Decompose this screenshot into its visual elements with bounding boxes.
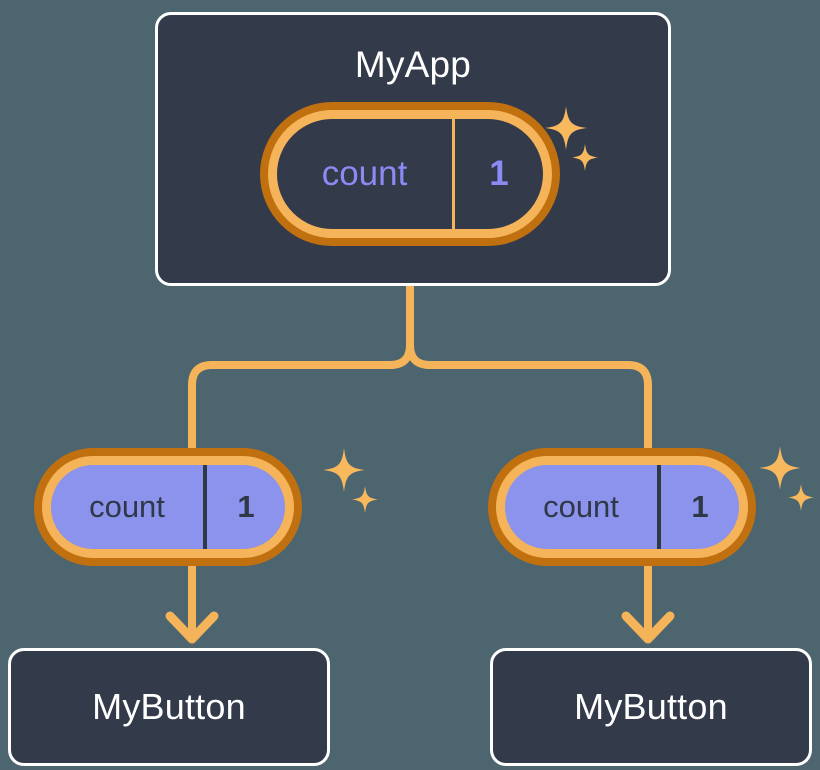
right-branch-state-pill[interactable]: count 1 <box>496 456 748 558</box>
child-component-card-right[interactable]: MyButton <box>490 648 812 766</box>
sparkle-small-icon <box>352 486 378 513</box>
sparkle-small-icon <box>788 484 814 511</box>
arrow-down-icon-right <box>621 562 675 644</box>
pill-body: count 1 <box>496 456 748 558</box>
child-component-title: MyButton <box>574 686 728 727</box>
state-value-label: 1 <box>657 465 739 549</box>
state-value-label: 1 <box>452 119 543 229</box>
left-branch-state-pill[interactable]: count 1 <box>42 456 294 558</box>
pill-body: count 1 <box>268 110 552 238</box>
arrow-down-icon-left <box>165 562 219 644</box>
root-state-pill[interactable]: count 1 <box>268 110 552 238</box>
child-component-card-left[interactable]: MyButton <box>8 648 330 766</box>
child-component-title: MyButton <box>92 686 246 727</box>
state-key-label: count <box>543 489 619 524</box>
pill-body: count 1 <box>42 456 294 558</box>
sparkle-group-right <box>759 446 814 511</box>
sparkle-icon <box>323 448 365 492</box>
page-title: MyApp <box>354 44 472 85</box>
connector-tree-path <box>188 282 652 456</box>
state-key-label: count <box>89 489 165 524</box>
sparkle-group-left <box>323 448 378 513</box>
state-value-label: 1 <box>203 465 285 549</box>
sparkle-icon <box>759 446 801 490</box>
state-key-label: count <box>321 154 408 193</box>
